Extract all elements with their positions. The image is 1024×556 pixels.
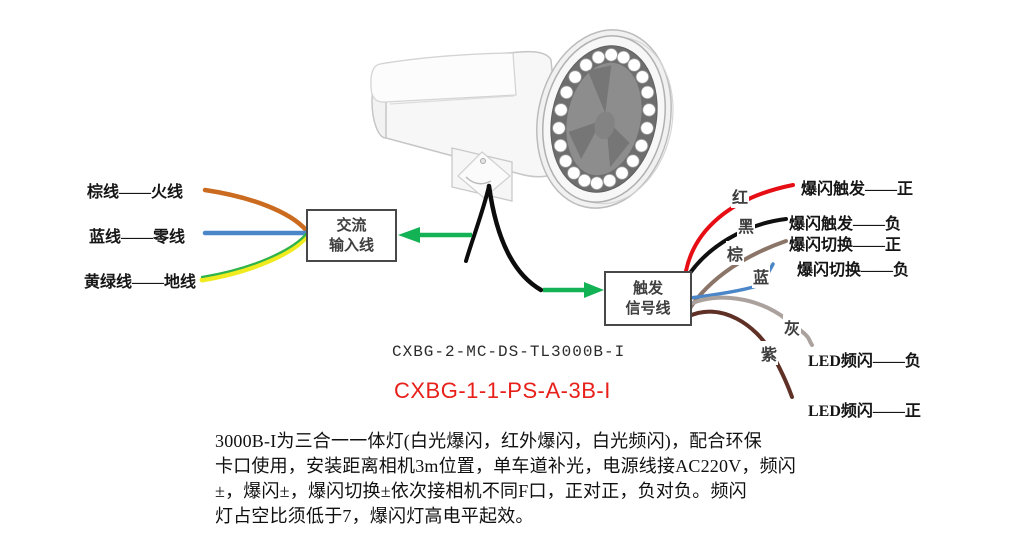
label-live-wire: 棕线——火线 — [87, 184, 184, 201]
trigger-signal-box-line1: 触发 — [632, 280, 663, 297]
label-ground-wire: 黄绿线——地线 — [84, 274, 197, 291]
wire-black — [684, 217, 788, 281]
trigger-signal-box-line2: 信号线 — [625, 300, 671, 317]
terminal-flash-switch-pos: 爆闪切换——正 — [789, 237, 902, 254]
flow-arrow-to-ac-box — [398, 227, 472, 243]
ac-input-box: 交流 输入线 — [306, 209, 397, 262]
description-line: 灯占空比须低于7，爆闪灯高电平起效。 — [215, 506, 534, 526]
device-cable-right — [486, 183, 544, 293]
terminal-flash-trigger-pos: 爆闪触发——正 — [801, 181, 914, 198]
wire-ground-yellow — [199, 233, 310, 283]
ac-wires — [199, 187, 310, 283]
wire-ground-green-stripe — [200, 231, 309, 279]
wire-name-gray: 灰 — [783, 315, 802, 339]
device-cable-left — [464, 184, 491, 263]
description-line: ±，爆闪±，爆闪切换±依次接相机不同F口，正对正，负对负。频闪 — [215, 481, 747, 501]
wire-name-blue: 蓝 — [752, 264, 771, 288]
led-face — [536, 29, 674, 209]
flow-arrow-to-trigger-box — [543, 282, 604, 298]
wire-name-red: 红 — [731, 184, 750, 208]
ac-input-box-line1: 交流 — [336, 217, 367, 234]
model-number-primary: CXBG-2-MC-DS-TL3000B-I — [392, 343, 626, 361]
description-line: 卡口使用，安装距离相机3m位置，单车道补光，电源线接AC220V，频闪 — [215, 456, 797, 476]
wire-name-black: 黑 — [737, 213, 756, 237]
description-paragraph: 3000B-I为三合一一体灯(白光爆闪，红外爆闪，白光频闪)，配合环保 卡口使用… — [215, 429, 796, 529]
wire-name-brown: 棕 — [726, 241, 745, 265]
device-illustration — [370, 29, 674, 293]
label-neutral-wire: 蓝线——零线 — [89, 229, 186, 246]
wire-live-brown — [202, 187, 309, 233]
model-number-secondary: CXBG-1-1-PS-A-3B-I — [394, 378, 611, 403]
description-line: 3000B-I为三合一一体灯(白光爆闪，红外爆闪，白光频闪)，配合环保 — [215, 431, 762, 451]
trigger-signal-box: 触发 信号线 — [604, 271, 692, 326]
terminal-flash-trigger-neg: 爆闪触发——负 — [789, 216, 902, 233]
trigger-wires — [682, 183, 814, 399]
wire-name-purple: 紫 — [760, 341, 779, 365]
wire-gray — [684, 295, 814, 347]
terminal-led-strobe-pos: LED频闪——正 — [808, 403, 921, 420]
led-holes — [552, 48, 656, 190]
ac-input-box-line2: 输入线 — [328, 237, 374, 254]
terminal-flash-switch-neg: 爆闪切换——负 — [797, 262, 910, 279]
terminal-led-strobe-neg: LED频闪——负 — [808, 353, 921, 370]
wire-red — [684, 183, 795, 273]
